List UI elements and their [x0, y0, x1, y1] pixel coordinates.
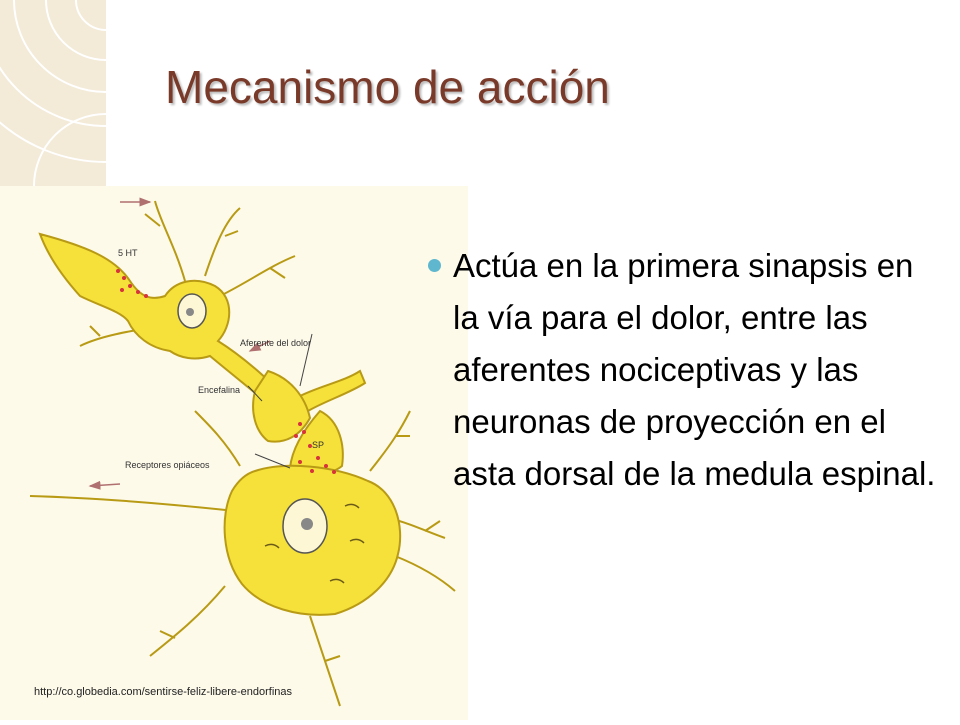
decorative-corner [0, 0, 106, 186]
bullet-dot-icon [428, 259, 441, 272]
label-enkephalin: Encefalina [198, 385, 240, 395]
neuron-diagram: 5 HT Aferente del dolor Encefalina SP Re… [0, 186, 468, 720]
organelles [264, 503, 365, 584]
signal-arrows [88, 197, 271, 490]
slide-title: Mecanismo de acción [165, 61, 610, 113]
synapse-dots [116, 269, 336, 474]
decorative-arcs [0, 0, 106, 186]
label-pain-afferent: Aferente del dolor [240, 338, 311, 348]
label-serotonin: 5 HT [118, 248, 138, 258]
label-opioid-receptors: Receptores opiáceos [125, 460, 210, 470]
pain-afferent-terminal [298, 369, 367, 413]
label-substance-p: SP [312, 440, 324, 450]
bullet-item: Actúa en la primera sinapsis en la vía p… [420, 240, 940, 500]
label-pointers [247, 333, 313, 469]
bullet-text: Actúa en la primera sinapsis en la vía p… [453, 247, 936, 492]
image-credit: http://co.globedia.com/sentirse-feliz-li… [34, 686, 293, 698]
bullet-list: Actúa en la primera sinapsis en la vía p… [420, 240, 940, 500]
enkephalin-neuron [252, 369, 312, 443]
